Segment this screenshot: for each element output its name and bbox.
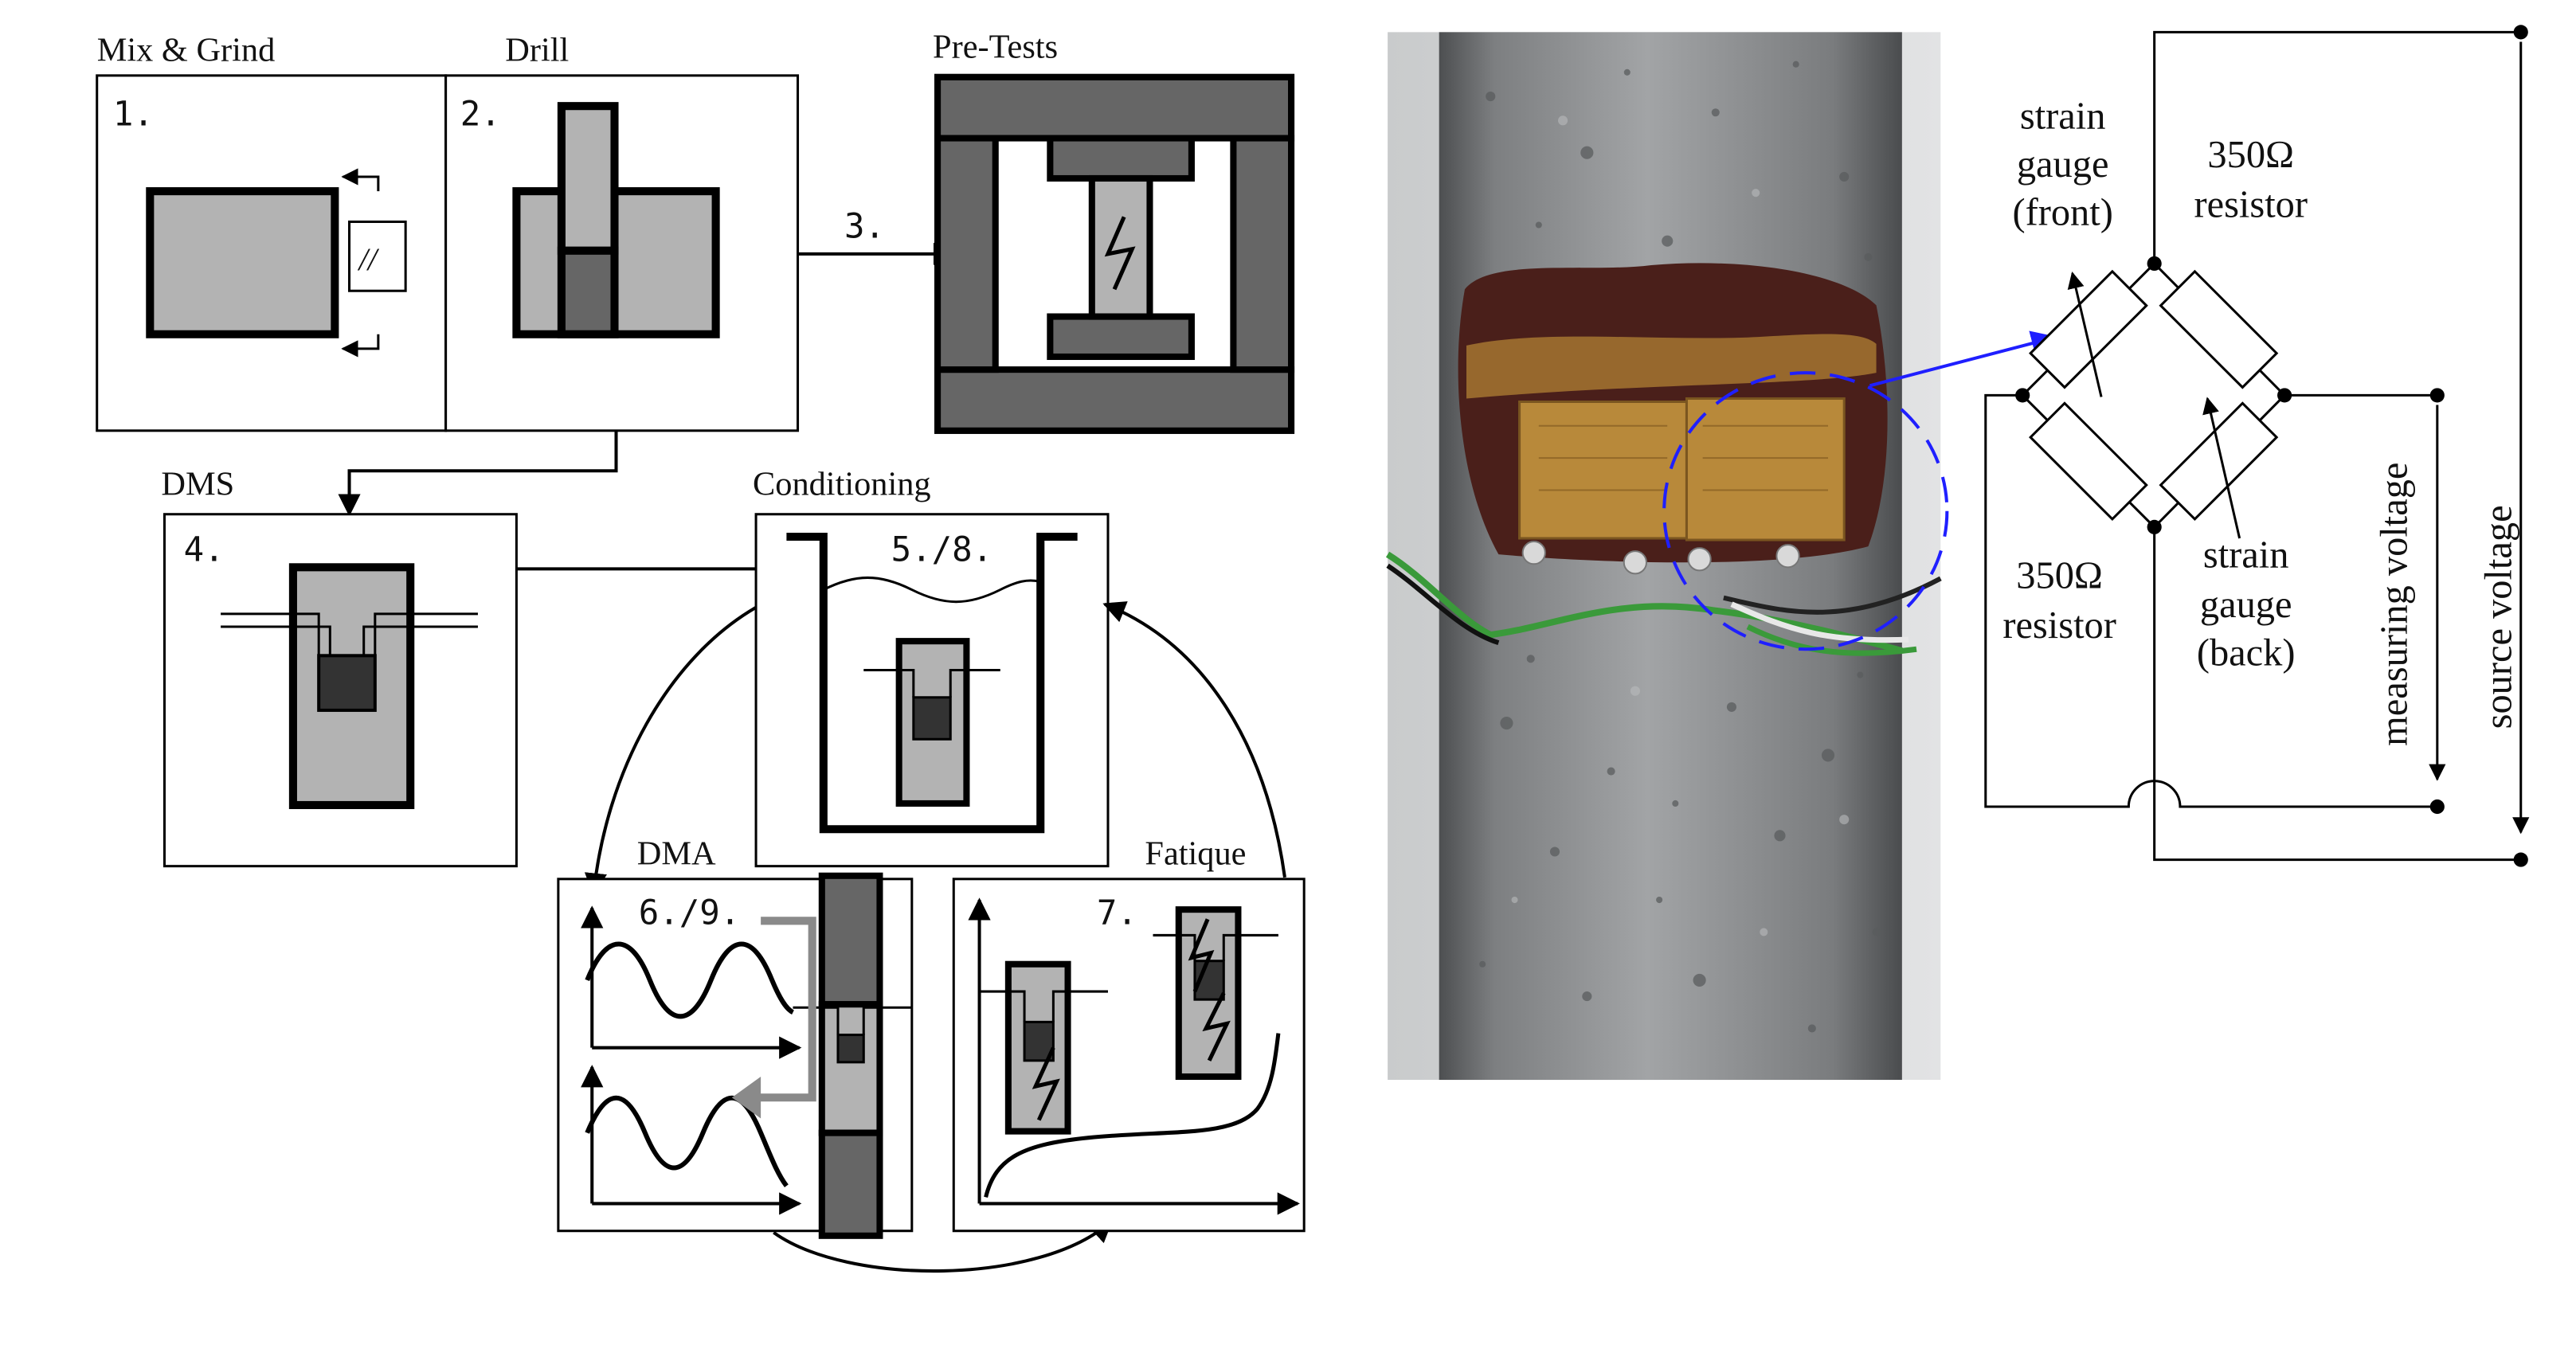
- dma-title: DMA: [637, 835, 716, 873]
- test-specimen: [1088, 174, 1153, 320]
- drill-title: Drill: [505, 32, 569, 69]
- step-1-number: 1.: [113, 94, 154, 133]
- conditioning-title: Conditioning: [753, 466, 931, 503]
- step-conditioning: Conditioning 5./8.: [753, 466, 1110, 868]
- step-dma: DMA 6./9.: [557, 835, 914, 1239]
- highlight-circle: [1662, 371, 1949, 651]
- strain-gauge-front-resistor: [2029, 269, 2148, 389]
- step-3-number: 3.: [844, 207, 885, 246]
- source-voltage-label: source voltage: [2478, 505, 2520, 729]
- step-drill: Drill 2.: [444, 32, 800, 432]
- strain-back-label-3: (back): [2197, 631, 2296, 674]
- strain-back-label-2: gauge: [2200, 584, 2292, 626]
- step-fatigue: Fatique 7.: [952, 835, 1306, 1233]
- step-69-number: 6./9.: [639, 893, 741, 932]
- strain-gauge-left: [1518, 400, 1688, 540]
- dms-title: DMS: [161, 466, 234, 503]
- strain-back-label-1: strain: [2203, 534, 2289, 576]
- step-4-number: 4.: [184, 530, 225, 569]
- grinder-icon: [348, 220, 407, 292]
- specimen-photo: [1385, 32, 1949, 1081]
- measuring-voltage-label: measuring voltage: [2373, 463, 2415, 746]
- fatigue-title: Fatique: [1145, 835, 1246, 873]
- step-2-number: 2.: [460, 94, 501, 133]
- bridge-circuit: strain gauge (front) 350Ω resistor 350Ω …: [1984, 25, 2530, 867]
- strain-gauge-right: [1685, 397, 1846, 542]
- step-mix-grind: Mix & Grind 1. //: [96, 32, 448, 432]
- crack-icon: [1104, 216, 1136, 291]
- water-bath: [786, 532, 1078, 834]
- step-pre-tests: Pre-Tests: [933, 29, 1295, 434]
- step-dms: DMS 4.: [161, 466, 518, 868]
- grinder-symbol: //: [358, 241, 380, 277]
- resistor-bottom: [2029, 401, 2148, 522]
- strain-gauge-back-resistor: [2159, 401, 2279, 522]
- pre-tests-title: Pre-Tests: [933, 29, 1058, 66]
- step-58-number: 5./8.: [891, 530, 993, 569]
- strain-front-label-3: (front): [2012, 192, 2112, 234]
- resistor-top-label: resistor: [2194, 183, 2308, 225]
- mix-grind-title: Mix & Grind: [97, 32, 276, 69]
- strain-front-label-1: strain: [2020, 95, 2106, 137]
- drill-hole: [557, 246, 619, 338]
- resistor-top: [2159, 269, 2279, 389]
- step-7-number: 7.: [1097, 893, 1137, 932]
- strain-front-label-2: gauge: [2017, 143, 2109, 186]
- resistor-top-value: 350Ω: [2207, 134, 2294, 176]
- pointer-arrow: [1869, 330, 2057, 388]
- drill-bit-icon: [557, 102, 619, 255]
- resistor-bottom-value: 350Ω: [2016, 555, 2103, 597]
- material-block: [146, 187, 339, 338]
- resistor-bottom-label: resistor: [2002, 604, 2116, 647]
